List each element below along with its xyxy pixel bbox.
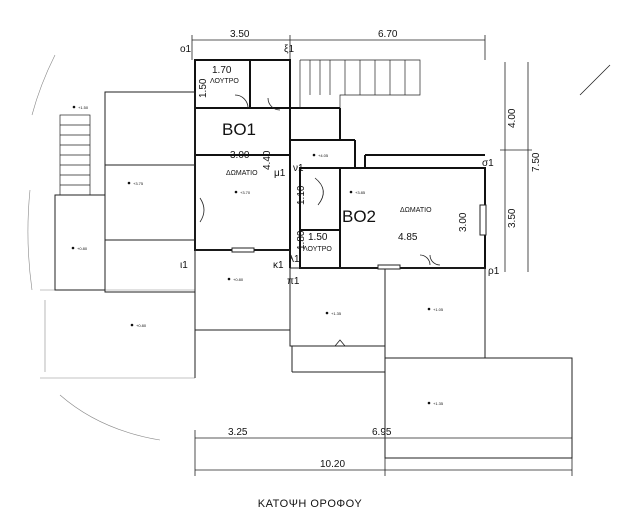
level-2: +3.75 <box>133 181 144 186</box>
dim-bottom-right: 6.95 <box>372 427 392 438</box>
axis-o1: ο1 <box>180 44 192 55</box>
dim-top-right: 6.70 <box>378 29 398 40</box>
axis-nu1: ν1 <box>293 163 304 174</box>
terrain-outline <box>27 54 195 441</box>
level-3: +3.70 <box>240 190 251 195</box>
dim-bo1-width: 3.00 <box>230 150 250 161</box>
lower-outline <box>54 91 573 459</box>
axis-sigma1: σ1 <box>482 158 494 169</box>
level-9: +1.05 <box>433 307 444 312</box>
axis-mu1: μ1 <box>274 168 286 179</box>
dim-right-lower: 3.50 <box>507 208 518 228</box>
axis-xi1: ξ1 <box>284 44 294 55</box>
doors <box>199 94 441 347</box>
dim-bath1-height: 1.50 <box>198 78 209 98</box>
dim-bath2-width: 1.50 <box>308 232 328 243</box>
level-1: +1.50 <box>78 105 89 110</box>
dim-bottom-left: 3.25 <box>228 427 248 438</box>
room-label-2: ΔΩΜΑΤΙΟ <box>400 207 432 214</box>
level-10: +0.80 <box>136 323 147 328</box>
dim-bo2-width: 4.85 <box>398 232 418 243</box>
dim-right-upper: 4.00 <box>507 108 518 128</box>
level-4: +0.80 <box>77 246 88 251</box>
dim-right-total: 7.50 <box>531 152 542 172</box>
room-bo2-label: BO2 <box>342 207 376 226</box>
axis-lambda1: λ1 <box>289 254 300 265</box>
dim-bo2-height: 3.00 <box>458 212 469 232</box>
level-11: +1.35 <box>433 401 444 406</box>
dim-top-left: 3.50 <box>230 29 250 40</box>
room-label-1: ΔΩΜΑΤΙΟ <box>226 170 258 177</box>
axis-iota1: ι1 <box>180 260 188 271</box>
axis-pi1: π1 <box>287 276 300 287</box>
dim-corridor-1: 1.10 <box>296 185 307 205</box>
axis-rho1: ρ1 <box>488 266 500 277</box>
level-8: +1.35 <box>331 311 342 316</box>
stairs-upper <box>299 59 421 108</box>
dim-corridor-2: 1.80 <box>296 230 307 250</box>
dim-bath1-width: 1.70 <box>212 65 232 76</box>
level-5: +4.05 <box>318 153 329 158</box>
dimension-lines <box>191 35 611 476</box>
axis-kappa1: κ1 <box>273 260 284 271</box>
bath-label-2: ΛΟΥΤΡΟ <box>303 246 332 253</box>
windows <box>231 204 487 270</box>
walls <box>194 59 486 269</box>
bath-label-1: ΛΟΥΤΡΟ <box>210 78 239 85</box>
dim-bottom-total: 10.20 <box>320 459 345 470</box>
drawing-caption: ΚΑΤΟΨΗ ΟΡΟΦΟΥ <box>257 498 363 510</box>
dim-bo1-height: 4.40 <box>262 150 273 170</box>
stairs-left <box>59 114 91 196</box>
level-dots <box>71 105 431 405</box>
level-6: +3.85 <box>355 190 366 195</box>
level-7: +0.80 <box>233 277 244 282</box>
level-markers: +1.50 +3.75 +3.70 +0.80 +4.05 +3.85 +0.8… <box>77 105 444 406</box>
room-bo1-label: BO1 <box>222 120 256 139</box>
